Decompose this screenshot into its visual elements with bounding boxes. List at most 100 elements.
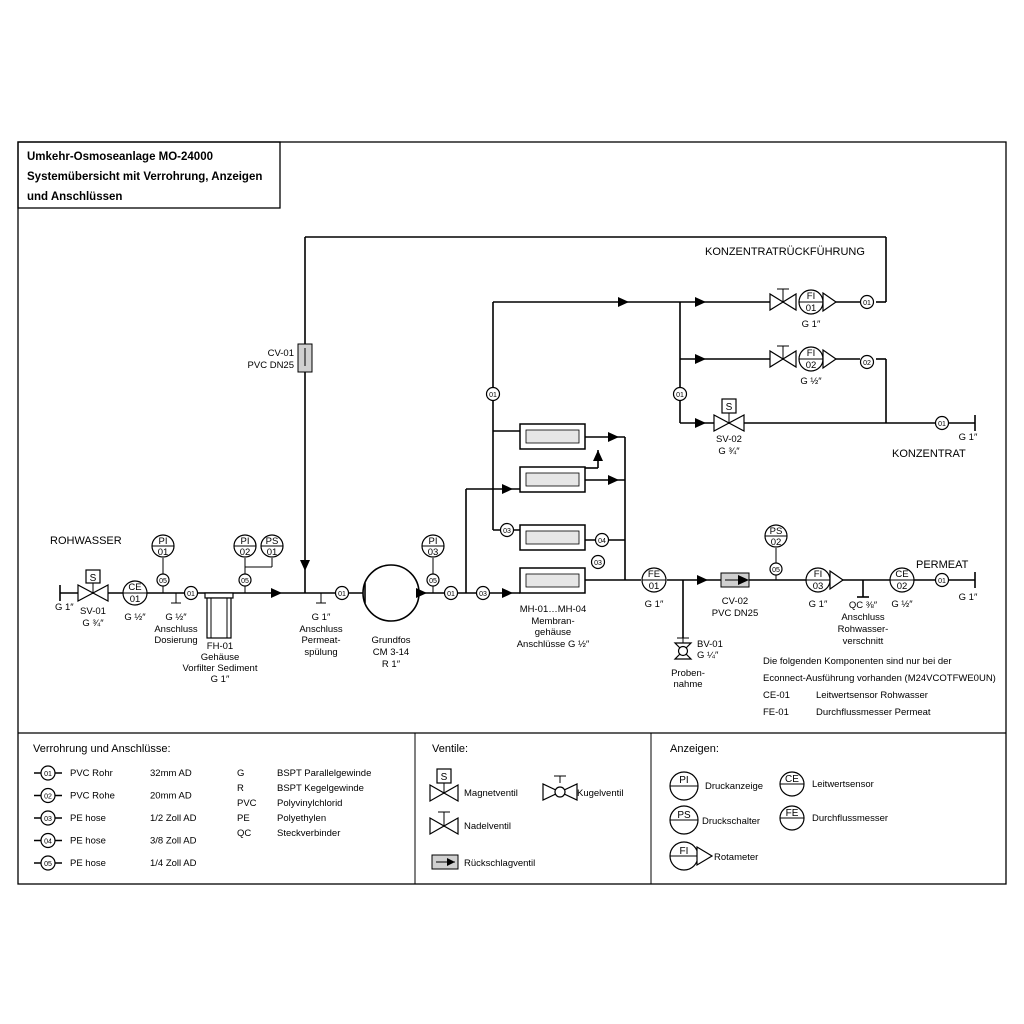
svg-text:PI: PI [429,536,438,547]
pipe-legend-size: 3/8 Zoll AD [150,836,197,847]
needle-valve-fi02: FI 02 [769,345,838,372]
svg-text:FI: FI [807,348,815,359]
pressure-switch-ps01: PS 01 [260,534,284,558]
conductivity-sensor-ce01: CE 01 [122,580,148,606]
svg-text:Econnect-Ausführung vorhanden: Econnect-Ausführung vorhanden (M24VCOTFW… [763,673,996,684]
solenoid-valve-sv01: S [77,569,109,602]
econnect-note: Die folgenden Komponenten sind nur bei d… [763,656,996,718]
svg-text:FI: FI [814,569,822,580]
svg-text:FI: FI [680,846,689,857]
svg-text:G 1″: G 1″ [809,599,828,610]
svg-text:CV-02: CV-02 [722,596,748,607]
needle-valve-fi01: FI 01 [769,288,838,315]
svg-text:Rückschlagventil: Rückschlagventil [464,858,535,869]
svg-text:Leitwertsensor Rohwasser: Leitwertsensor Rohwasser [816,690,928,701]
rohwasser-label: ROHWASSER [50,535,122,547]
sampling-ball-valve-bv01 [673,637,693,660]
svg-text:01: 01 [676,392,684,399]
svg-text:03: 03 [594,560,602,567]
pipe-legend-size: 1/4 Zoll AD [150,858,197,869]
svg-text:Anschluss: Anschluss [299,624,343,635]
svg-text:01: 01 [187,591,195,598]
svg-text:01: 01 [130,594,141,605]
svg-text:FI: FI [807,291,815,302]
svg-text:G ½″: G ½″ [165,612,187,623]
legend-indicators: Anzeigen: PI Druckanzeige CE Leitwertsen… [669,743,888,871]
pipe-legend-row: 04 PE hose 3/8 Zoll AD [34,832,197,849]
abbr-legend-abbr: PE [237,813,250,824]
svg-text:01: 01 [863,300,871,307]
svg-text:Leitwertsensor: Leitwertsensor [812,779,874,790]
check-valve-cv02 [720,572,750,588]
svg-text:PS: PS [770,526,783,537]
svg-text:G ½″: G ½″ [124,612,146,623]
svg-text:QC ⅜″: QC ⅜″ [849,600,878,611]
svg-text:G 1″: G 1″ [802,319,821,330]
abbr-legend-meaning: Polyvinylchlorid [277,798,342,809]
svg-text:01: 01 [649,581,660,592]
svg-text:S: S [441,772,448,783]
high-pressure-pump [362,564,427,622]
svg-text:01: 01 [158,547,169,558]
title-line-1: Umkehr-Osmoseanlage MO-24000 [27,151,213,163]
svg-text:PI: PI [241,536,250,547]
pipe-legend-size: 1/2 Zoll AD [150,813,197,824]
drawing-frame [17,141,1007,885]
svg-text:G ½″: G ½″ [891,599,913,610]
svg-text:Magnetventil: Magnetventil [464,788,518,799]
svg-text:02: 02 [240,547,251,558]
pipe-legend-size: 32mm AD [150,768,192,779]
pressure-gauge-pi02: PI 02 05 [233,534,273,593]
svg-text:02: 02 [897,581,908,592]
svg-text:Anzeigen:: Anzeigen: [670,743,719,755]
svg-text:Rotameter: Rotameter [714,852,758,863]
svg-text:CV-01: CV-01 [268,348,294,359]
svg-text:PS: PS [677,810,691,821]
pipe-legend-type: PE hose [70,836,106,847]
abbr-legend-abbr: R [237,783,244,794]
svg-text:02: 02 [863,360,871,367]
svg-text:R 1″: R 1″ [382,659,401,670]
svg-text:Kugelventil: Kugelventil [577,788,623,799]
svg-text:Vorfilter Sediment: Vorfilter Sediment [183,663,258,674]
pressure-switch-ps02: PS 02 05 [764,524,788,580]
svg-text:spülung: spülung [304,647,337,658]
abbr-legend-abbr: PVC [237,798,257,809]
svg-text:G 1″: G 1″ [645,599,664,610]
svg-text:02: 02 [771,537,782,548]
rotameter-fi03: FI 03 [805,567,845,593]
svg-text:Proben-: Proben- [671,668,705,679]
svg-text:G 1″: G 1″ [211,674,230,685]
svg-text:FE: FE [786,808,799,819]
svg-text:verschnitt: verschnitt [843,636,884,647]
check-valve-cv01 [297,343,313,373]
pressure-gauge-pi01: PI 01 05 [151,534,175,593]
svg-text:BV-01: BV-01 [697,639,723,650]
abbr-legend-meaning: BSPT Parallelgewinde [277,768,371,779]
svg-text:SV-01: SV-01 [80,606,106,617]
svg-text:Anschlüsse G ½″: Anschlüsse G ½″ [517,639,590,650]
svg-text:03: 03 [479,591,487,598]
conductivity-sensor-ce02: CE 02 [889,567,915,593]
pressure-gauge-pi03: PI 03 05 [421,534,445,593]
svg-text:G 1″: G 1″ [312,612,331,623]
solenoid-valve-sv02: S [713,398,745,432]
svg-text:02: 02 [806,360,817,371]
svg-text:01: 01 [447,591,455,598]
pipe-legend-type: PE hose [70,858,106,869]
svg-text:S: S [726,402,733,413]
flow-meter-fe01: FE 01 [641,567,667,593]
svg-text:Druckschalter: Druckschalter [702,816,760,827]
pipe-legend-id: 04 [44,839,52,846]
abbr-legend-abbr: QC [237,828,251,839]
svg-text:Rohwasser-: Rohwasser- [838,624,889,635]
title-line-3: und Anschlüssen [27,191,122,203]
svg-text:PVC DN25: PVC DN25 [712,608,758,619]
svg-text:FH-01: FH-01 [207,641,233,652]
abbr-legend-row: PVC Polyvinylchlorid [237,798,342,809]
svg-text:Druckanzeige: Druckanzeige [705,781,763,792]
